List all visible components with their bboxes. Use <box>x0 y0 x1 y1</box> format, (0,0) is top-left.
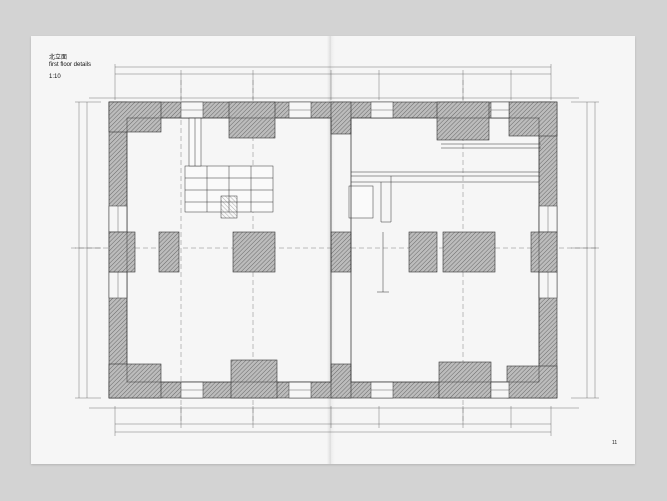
bottom-dimension-lines <box>89 406 579 436</box>
side-dimension-lines <box>75 101 599 399</box>
page-number: 11 <box>612 440 618 446</box>
window-frames <box>117 109 549 391</box>
top-dimension-lines <box>89 64 579 100</box>
drawing-title: 北立面 <box>49 55 68 61</box>
room-outlines <box>126 117 540 383</box>
central-wall-blocks <box>108 231 558 273</box>
bottom-wall-piers <box>108 359 558 399</box>
corridor-detail <box>348 143 541 293</box>
stair-detail <box>184 117 274 219</box>
drawing-subtitle: first floor details <box>49 62 92 68</box>
book-spread: 北立面 first floor details 1:10 11 <box>31 36 635 464</box>
drawing-scale: 1:10 <box>49 74 61 80</box>
top-wall-piers <box>108 101 558 141</box>
floor-plan-drawing <box>71 64 599 436</box>
